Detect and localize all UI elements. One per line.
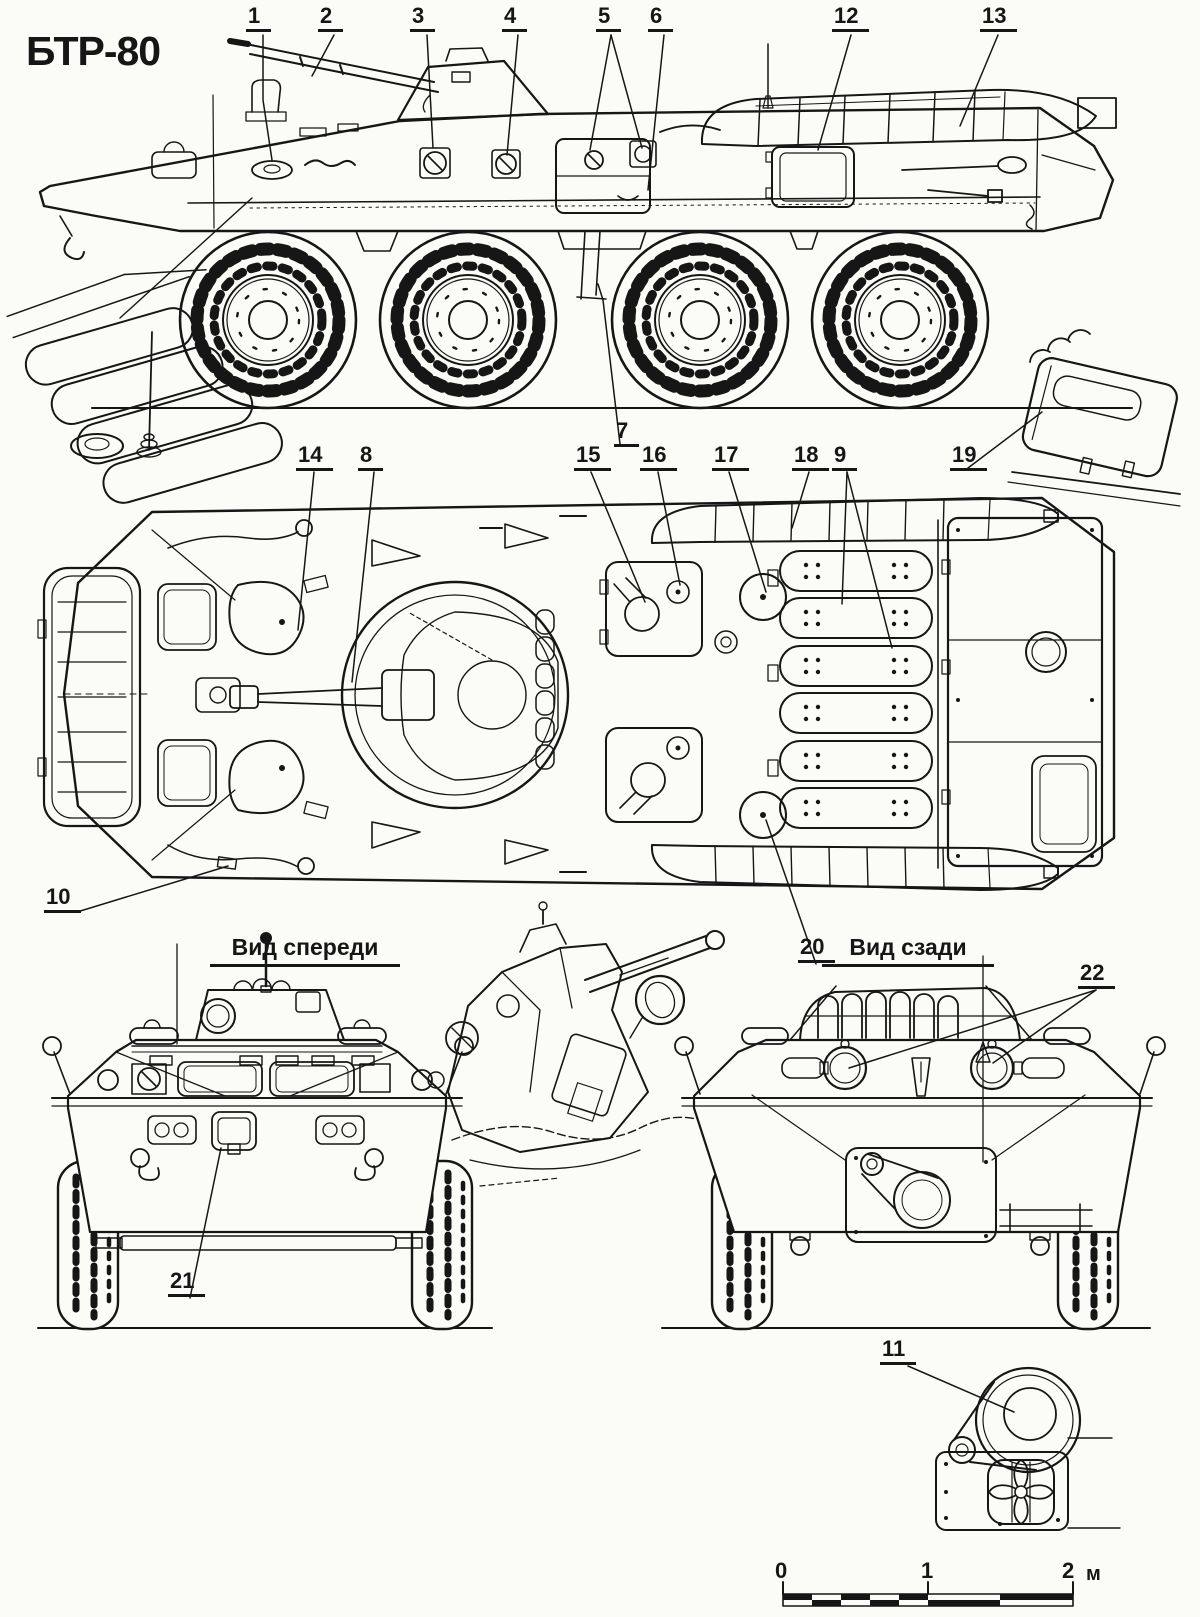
plan-view xyxy=(37,496,1116,891)
windshield-covers-plan xyxy=(157,583,217,807)
callout-3: 3 xyxy=(410,5,436,32)
page-title: БТР-80 xyxy=(26,28,161,74)
side-view xyxy=(38,38,1133,408)
scale-bar xyxy=(782,1581,1074,1607)
waterjet-cover-rear xyxy=(845,1147,997,1243)
rear-ladder xyxy=(999,1203,1093,1233)
callout-17: 17 xyxy=(712,444,750,471)
rear-view-label: Вид сзади xyxy=(822,936,994,967)
engine-louvers xyxy=(767,550,933,829)
callout-11: 11 xyxy=(880,1338,917,1365)
callout-leaders xyxy=(76,34,1097,1413)
headlight-right xyxy=(411,1069,433,1091)
fuel-filler-front xyxy=(739,573,787,621)
callout-22: 22 xyxy=(1078,962,1116,989)
pioneer-tools xyxy=(901,156,1027,203)
callout-21: 21 xyxy=(168,1270,206,1297)
rear-view xyxy=(661,955,1166,1329)
turret-ring-plan xyxy=(229,580,570,810)
callout-9: 9 xyxy=(832,444,858,471)
front-view-label: Вид спереди xyxy=(210,936,400,967)
hull-plan xyxy=(62,496,1116,891)
callout-7: 7 xyxy=(614,420,640,447)
antenna xyxy=(762,43,774,109)
callout-8: 8 xyxy=(358,444,384,471)
callout-16: 16 xyxy=(640,444,678,471)
callout-6: 6 xyxy=(648,5,674,32)
front-view xyxy=(37,932,493,1329)
callout-5: 5 xyxy=(596,5,622,32)
roof-hatches-plan xyxy=(599,561,703,823)
scale-zero: 0 xyxy=(775,1558,788,1583)
windshield-covers-front xyxy=(177,1061,355,1097)
mirrors-rear xyxy=(674,1036,1166,1095)
tow-hook xyxy=(304,159,356,167)
winch-hatch xyxy=(211,1111,257,1155)
crew-hatches-plan xyxy=(228,574,329,820)
callout-14: 14 xyxy=(296,444,334,471)
callout-10: 10 xyxy=(44,886,82,913)
headlight-left xyxy=(97,1069,119,1091)
jet-intake-posts xyxy=(576,230,607,300)
tow-hooks-front xyxy=(130,1148,384,1181)
kpvt-gun xyxy=(227,38,439,113)
side-ports xyxy=(419,140,657,179)
callout-1: 1 xyxy=(246,5,272,32)
callout-4: 4 xyxy=(502,5,528,32)
handrail xyxy=(659,124,721,133)
callout-19: 19 xyxy=(950,444,988,471)
callout-18: 18 xyxy=(792,444,830,471)
jet-fan xyxy=(987,1459,1055,1525)
searchlight xyxy=(634,974,686,1026)
engine-deck-inset xyxy=(6,197,283,504)
tow-rope-plan xyxy=(167,519,315,875)
scale-one: 1 xyxy=(921,1558,934,1583)
stowed-boat xyxy=(700,88,1117,147)
waterjet-detail xyxy=(935,1366,1121,1531)
ammo-rack xyxy=(535,609,555,770)
rear-deck-plan xyxy=(941,516,1104,868)
trim-vane xyxy=(37,566,142,828)
turret-oblique-detail xyxy=(427,901,725,1187)
roof-tarp xyxy=(789,985,1033,1041)
callout-13: 13 xyxy=(980,5,1018,32)
callout-15: 15 xyxy=(574,444,612,471)
flotation-gear-top xyxy=(650,497,1059,544)
intake-box-detail xyxy=(1007,329,1181,507)
callout-12: 12 xyxy=(832,5,870,32)
winch-cap xyxy=(251,160,293,180)
callout-20: 20 xyxy=(798,936,836,963)
rear-side-hatch xyxy=(765,146,855,208)
scale-unit: м xyxy=(1086,1563,1101,1585)
scale-two: 2 xyxy=(1062,1558,1075,1583)
louver-dots xyxy=(803,562,909,817)
fuel-filler-rear xyxy=(739,791,787,839)
hull-front xyxy=(66,1038,448,1234)
flotation-gear-bottom xyxy=(650,844,1059,891)
hull-rear xyxy=(692,1038,1142,1234)
callout-2: 2 xyxy=(318,5,344,32)
turret-side xyxy=(396,47,550,122)
